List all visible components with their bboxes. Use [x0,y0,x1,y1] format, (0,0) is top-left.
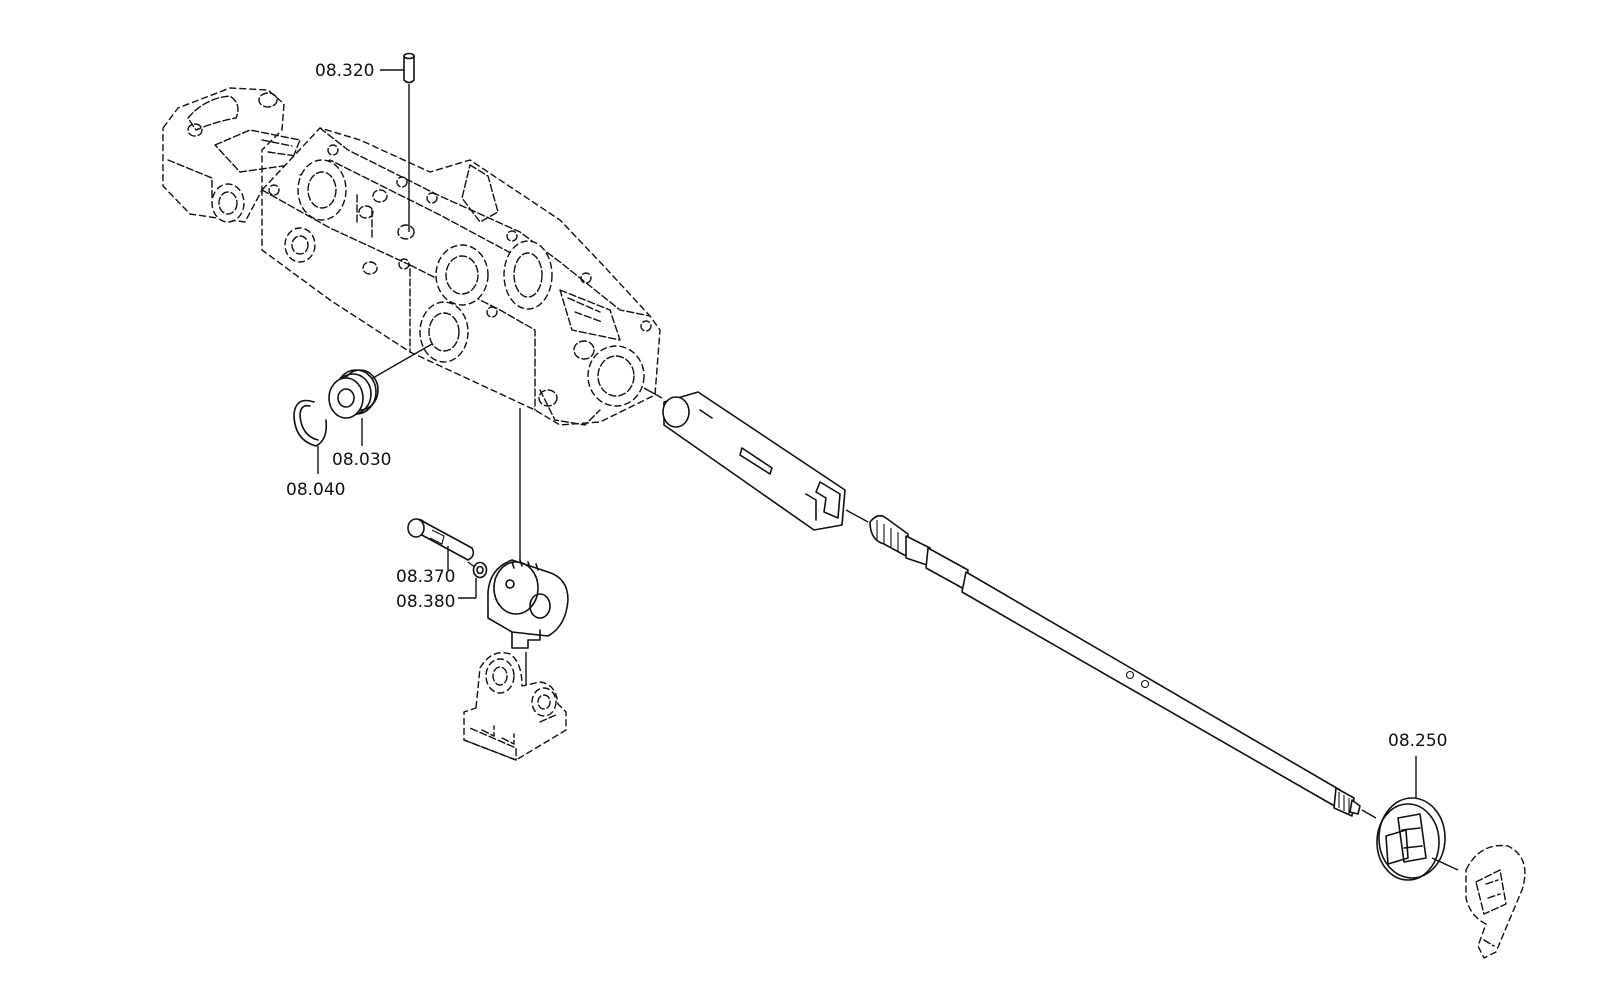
callout-08320: 08.320 [315,61,404,81]
callout-08250: 08.250 [1388,731,1447,751]
selector-finger [487,408,569,649]
guide-bracket [463,651,567,761]
callout-08370: 08.370 [396,567,455,587]
shift-lever [1465,844,1526,959]
plug-08030 [328,343,433,446]
callout-08040: 08.040 [286,480,345,500]
pin-08320 [403,52,415,232]
bolt-08370 [407,518,475,570]
shift-housing [162,87,661,426]
callout-label-08030: 08.030 [332,450,391,470]
washer-08380 [458,561,488,599]
callout-label-08370: 08.370 [396,567,455,587]
callout-label-08040: 08.040 [286,480,345,500]
callout-label-08380: 08.380 [396,592,455,612]
callout-08030: 08.030 [332,450,391,470]
callout-08380: 08.380 [396,592,455,612]
callout-label-08320: 08.320 [315,61,374,81]
shift-shaft [869,514,1377,819]
callout-label-08250: 08.250 [1388,731,1447,751]
circlip-08040 [293,399,328,474]
detent-plate-08250 [1376,756,1459,881]
shift-tube [643,387,869,531]
